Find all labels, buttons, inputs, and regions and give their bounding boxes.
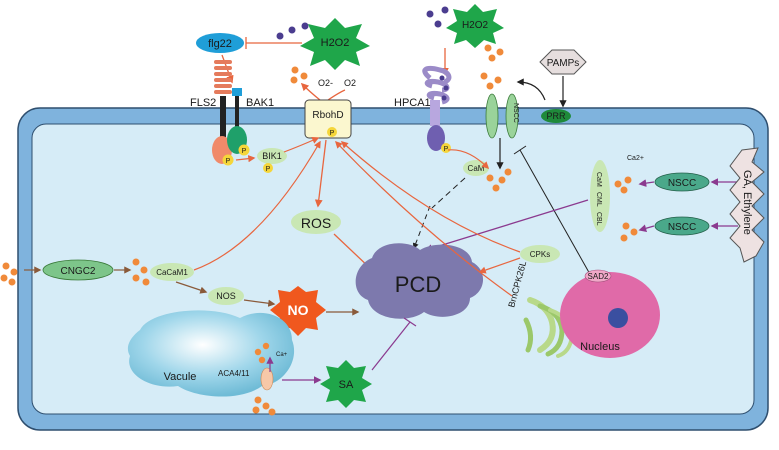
flg22-ellipse — [196, 33, 244, 53]
aca-channel — [260, 367, 274, 391]
orange-dots-right-bottom — [620, 222, 638, 242]
pcd-label: PCD — [395, 272, 441, 297]
vacule-label: Vacule — [164, 371, 197, 383]
nscc-top-label: NSCC — [512, 103, 519, 123]
purple-dots-right — [426, 6, 449, 28]
vacuole — [127, 310, 295, 397]
rbohd-label: RbohD — [312, 110, 343, 121]
cam-cml-cbl-0: CaM — [595, 172, 602, 187]
orange-dots-nscc-in — [486, 168, 512, 192]
h2o2-label-right: H2O2 — [462, 20, 489, 31]
o2-minus-label: O2- — [318, 78, 333, 88]
cpks-label: CPKs — [530, 250, 550, 259]
orange-dots-left-inside — [132, 258, 150, 286]
p-label-hpca1: P — [444, 146, 449, 153]
bak1-label: BAK1 — [246, 97, 274, 109]
ca-vac-label: Ca+ — [276, 352, 288, 358]
pcd-blob — [355, 243, 484, 319]
rbohd-box — [304, 99, 352, 139]
h2o2-star-top — [300, 18, 370, 70]
pamps-label: PAMPs — [547, 58, 580, 69]
aca-label: ACA4/11 — [218, 369, 250, 378]
nos-ellipse — [208, 287, 244, 305]
cngc2-channel — [42, 259, 114, 281]
sad2-label: SAD2 — [588, 272, 609, 281]
cam-label: CaM — [468, 164, 485, 173]
no-label: NO — [288, 302, 309, 318]
orange-dots-vacuole-out — [252, 396, 276, 416]
orange-dots-right-top — [614, 176, 632, 194]
nucleus-label: Nucleus — [580, 341, 620, 353]
sa-label: SA — [339, 379, 354, 391]
hpca1-receptor — [422, 65, 452, 151]
ca2-label: Ca2+ — [627, 155, 644, 162]
cacam1-label: CaCaM1 — [156, 268, 188, 277]
pamps-shape — [539, 49, 587, 75]
cam-cml-cbl-2: CBL — [595, 212, 602, 226]
ros-ellipse — [291, 210, 341, 234]
nscc-right-bottom-label: NSCC — [668, 222, 696, 233]
orange-dots-top — [290, 66, 308, 84]
h2o2-label-top: H2O2 — [321, 37, 350, 49]
cam-cml-cbl-1: CML — [595, 192, 602, 207]
cacam1-ellipse — [150, 263, 194, 281]
bik1-label: BIK1 — [262, 151, 282, 161]
fls2-label: FLS2 — [190, 97, 216, 109]
cam-cml-cbl-ellipse — [590, 160, 610, 232]
ga-ethylene-label: GA, Ethylene — [741, 170, 753, 235]
orange-dots-ne — [480, 44, 504, 90]
o2-label: O2 — [344, 78, 356, 88]
nucleolus — [608, 308, 628, 328]
p-label-bak1: P — [242, 148, 247, 155]
ga-ethylene-shape — [729, 147, 765, 263]
hpca1-label: HPCA1 — [394, 97, 431, 109]
sad2-ellipse — [584, 269, 612, 283]
purple-dots-top — [276, 22, 309, 40]
cpks-ellipse — [520, 245, 560, 263]
cngc2-label: CNGC2 — [60, 266, 95, 277]
nscc-right-top-label: NSCC — [668, 178, 696, 189]
nscc-right-bottom — [654, 216, 710, 236]
nscc-top-channel — [485, 93, 519, 139]
h2o2-star-right — [446, 4, 504, 48]
nos-label: NOS — [216, 291, 236, 301]
sa-star — [320, 360, 372, 408]
orange-dots-vacuole-in — [254, 342, 270, 364]
p-label-bik1: P — [266, 166, 271, 173]
flg22-label: flg22 — [208, 38, 232, 50]
orange-dots-left-outside — [0, 262, 18, 286]
prr-label: PRR — [546, 111, 566, 121]
nscc-right-top — [654, 172, 710, 192]
ros-label: ROS — [301, 215, 331, 231]
bik1-ellipse — [257, 148, 287, 164]
prr-ellipse — [541, 109, 571, 123]
p-label-rbohd: P — [330, 130, 335, 137]
p-label-fls2: P — [226, 158, 231, 165]
